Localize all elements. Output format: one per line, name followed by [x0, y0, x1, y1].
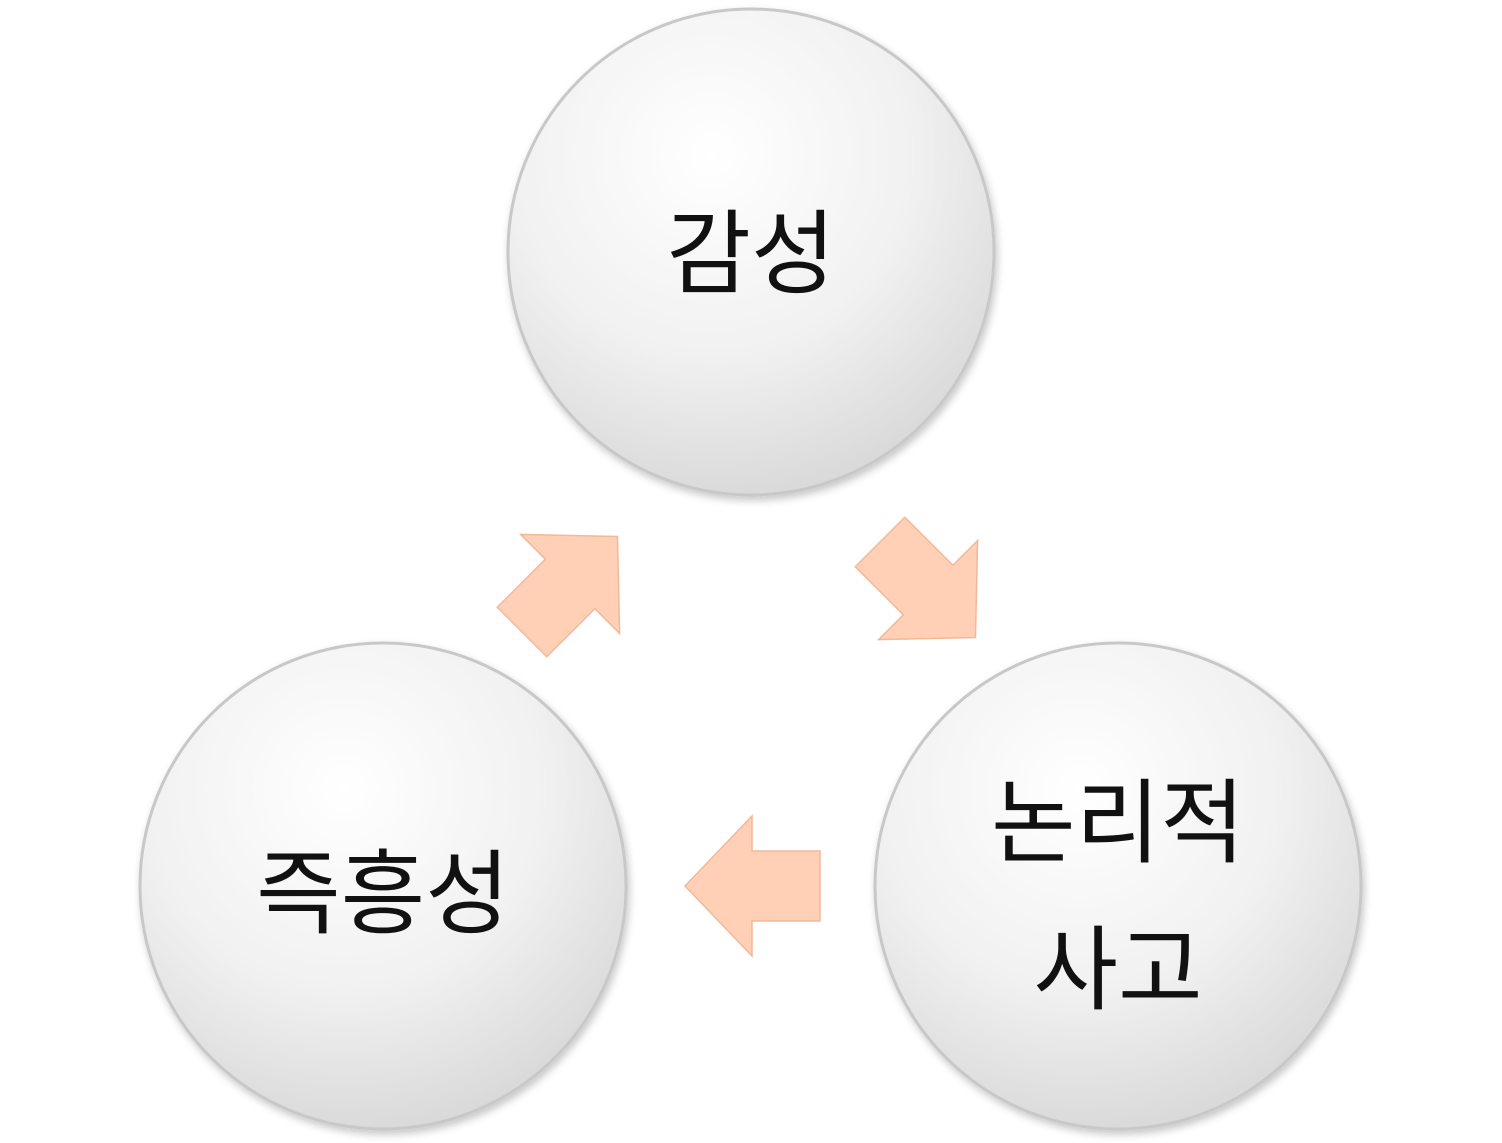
arrow-logical-to-improvisation — [683, 814, 821, 958]
edge-arrows — [496, 516, 979, 958]
node-sensibility: 감성 — [506, 7, 996, 497]
node-label-logical-line1: 논리적 — [991, 770, 1245, 877]
arrow-sensibility-to-logical — [854, 516, 979, 641]
node-label-sensibility: 감성 — [666, 201, 835, 308]
node-label-improvisation: 즉흥성 — [256, 841, 510, 948]
node-improvisation: 즉흥성 — [138, 641, 628, 1131]
arrow-improvisation-to-sensibility — [496, 533, 621, 658]
node-label-logical-line2: 사고 — [1033, 917, 1202, 1024]
node-logical-thinking: 논리적 사고 — [873, 641, 1363, 1131]
